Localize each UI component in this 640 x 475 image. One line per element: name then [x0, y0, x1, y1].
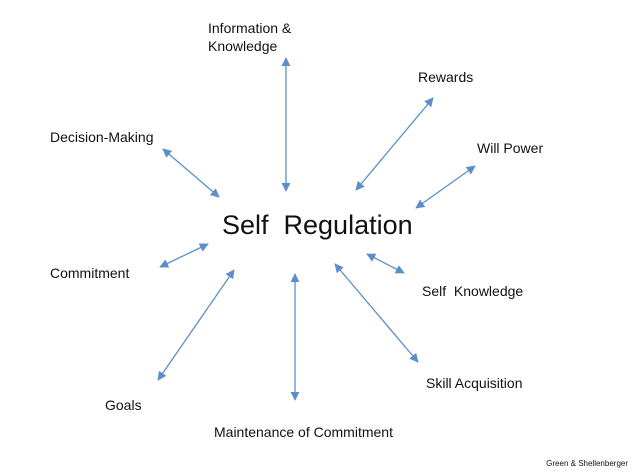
- node-information-line-2: Knowledge: [208, 38, 278, 54]
- node-skill-acquisition: Skill Acquisition: [426, 375, 523, 391]
- node-commitment: Commitment: [50, 265, 130, 281]
- node-will-power: Will Power: [477, 140, 544, 156]
- arrow-decision-making: [162, 148, 220, 198]
- node-maintenance: Maintenance of Commitment: [214, 424, 393, 440]
- node-goals: Goals: [105, 397, 142, 413]
- arrow-goals: [157, 269, 235, 381]
- arrow-will-power: [415, 165, 476, 209]
- credit-text: Green & Shellenberger: [546, 459, 628, 468]
- arrow-commitment: [159, 243, 209, 268]
- arrow-rewards: [355, 97, 434, 191]
- node-information-line-1: Information &: [208, 20, 292, 36]
- node-self-knowledge: Self Knowledge: [422, 283, 524, 299]
- node-rewards: Rewards: [418, 69, 474, 85]
- center-node-label: Self Regulation: [222, 210, 413, 240]
- node-information: Information & Knowledge: [208, 19, 291, 55]
- arrow-skill-acquisition: [334, 263, 419, 363]
- arrow-self-knowledge: [366, 253, 405, 274]
- node-decision-making: Decision-Making: [50, 129, 154, 145]
